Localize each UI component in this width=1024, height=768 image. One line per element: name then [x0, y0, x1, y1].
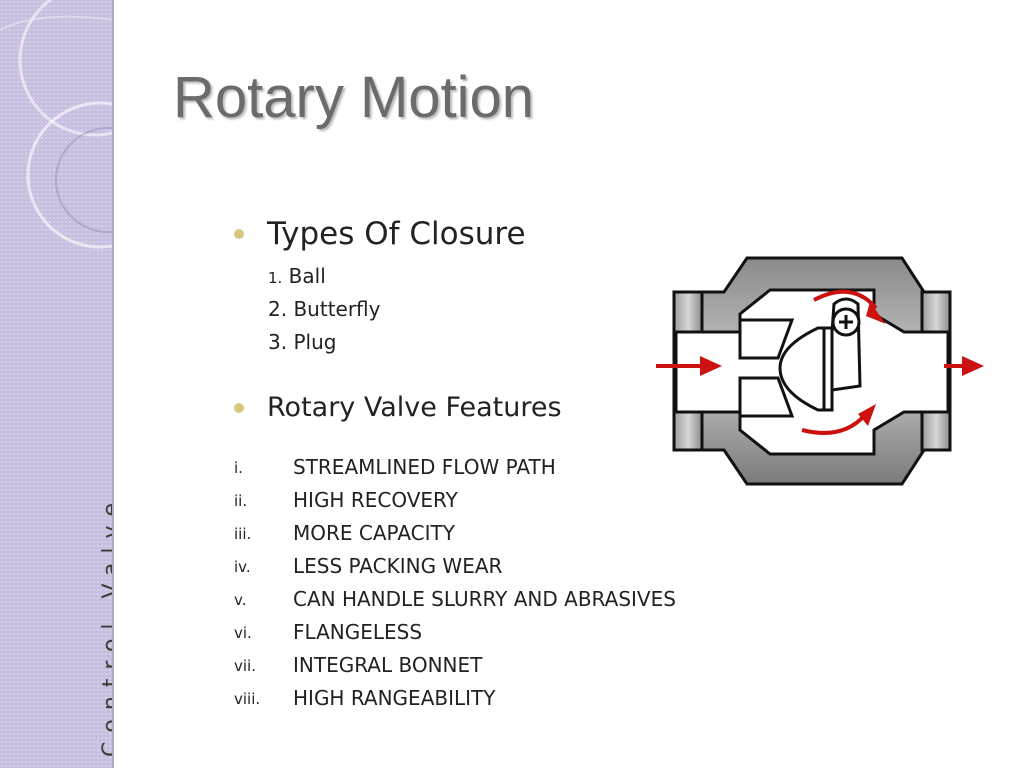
item-number: i. — [234, 459, 243, 477]
item-number: viii. — [234, 690, 261, 708]
item-number: vii. — [234, 657, 256, 675]
swirl-ornament — [0, 0, 112, 249]
side-label: Control Valve — [99, 493, 114, 757]
closure-item: 3. Plug — [268, 330, 336, 354]
flow-arrows — [656, 289, 984, 435]
item-text: FLANGELESS — [293, 620, 423, 644]
item-number: v. — [234, 591, 247, 609]
side-decor-strip: Control Valve — [0, 0, 114, 768]
closure-item: 2. Butterfly — [268, 297, 381, 321]
item-text: Butterfly — [293, 297, 381, 321]
item-text: MORE CAPACITY — [293, 521, 455, 545]
bullet-dot-icon — [234, 229, 244, 239]
shaft-cross-icon — [839, 315, 853, 329]
rotary-valve-diagram — [656, 256, 984, 486]
item-text: STREAMLINED FLOW PATH — [293, 455, 556, 479]
item-number: iv. — [234, 558, 251, 576]
rotary-plug — [778, 326, 826, 412]
section-heading-closure: Types Of Closure — [234, 216, 526, 252]
bullet-dot-icon — [234, 402, 244, 413]
item-text: LESS PACKING WEAR — [293, 554, 503, 578]
slide-title: Rotary Motion — [173, 65, 535, 130]
seat-lower — [738, 376, 795, 418]
item-text: HIGH RECOVERY — [293, 488, 458, 512]
item-text: Plug — [293, 330, 337, 354]
item-number: ii. — [234, 492, 248, 510]
item-text: Ball — [288, 264, 326, 288]
closure-item: 1. Ball — [268, 264, 326, 288]
item-number: 2. — [268, 297, 288, 321]
section-heading-text: Rotary Valve Features — [267, 392, 562, 423]
item-text: CAN HANDLE SLURRY AND ABRASIVES — [293, 587, 676, 611]
item-number: 3. — [268, 330, 288, 354]
seat-upper — [738, 318, 795, 360]
item-number: vi. — [234, 624, 252, 642]
item-number: iii. — [234, 525, 252, 543]
item-number: 1. — [268, 269, 283, 287]
section-heading-text: Types Of Closure — [267, 216, 526, 252]
item-text: HIGH RANGEABILITY — [293, 686, 496, 710]
item-text: INTEGRAL BONNET — [293, 653, 483, 677]
section-heading-features: Rotary Valve Features — [234, 392, 562, 423]
